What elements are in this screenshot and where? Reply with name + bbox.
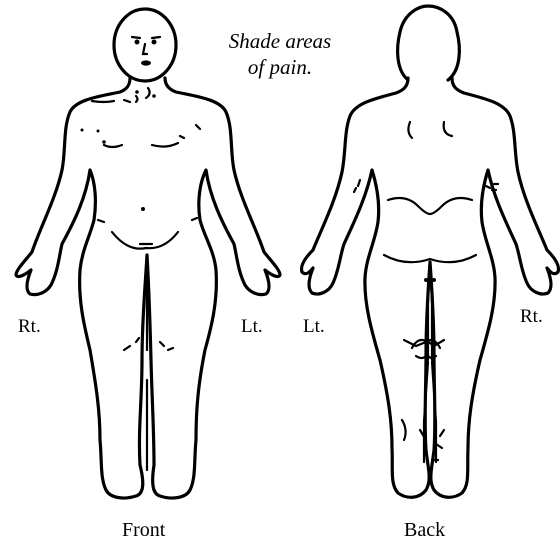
- back-body-outline: [302, 78, 559, 497]
- instruction-text: Shade areas of pain.: [205, 28, 355, 80]
- back-head: [398, 6, 460, 80]
- front-right-side-label: Rt.: [18, 317, 41, 336]
- instruction-line-2: of pain.: [205, 54, 355, 80]
- instruction-line-1: Shade areas: [205, 28, 355, 54]
- back-right-side-label: Rt.: [520, 307, 543, 326]
- back-caption: Back: [404, 520, 445, 540]
- front-face: [132, 37, 160, 66]
- front-caption: Front: [122, 520, 165, 540]
- front-body-figure: [16, 9, 280, 498]
- front-left-side-label: Lt.: [241, 317, 263, 336]
- back-left-side-label: Lt.: [303, 317, 325, 336]
